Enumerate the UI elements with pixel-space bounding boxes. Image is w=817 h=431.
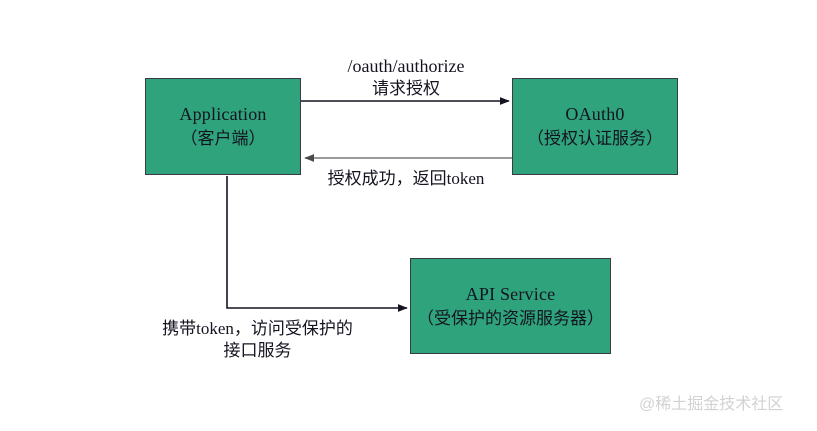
node-oauth0[interactable]: OAuth0 （授权认证服务） (512, 78, 678, 175)
edge-label-authorize-request-line1: /oauth/authorize (347, 56, 465, 76)
edge-label-api-request-line2: 接口服务 (223, 341, 292, 361)
edge-label-api-request-line1: 携带token，访问受保护的 (162, 319, 353, 338)
node-api-service-title-en: API Service (465, 283, 556, 304)
edge-label-api-request: 携带token，访问受保护的 接口服务 (120, 318, 395, 362)
edge-api-request-line (226, 176, 408, 312)
node-application[interactable]: Application （客户端） (145, 78, 301, 175)
edge-label-authorize-request-line2: 请求授权 (372, 79, 440, 99)
watermark: @稀土掘金技术社区 (639, 396, 784, 413)
edge-label-authorize-request: /oauth/authorize 请求授权 (300, 55, 512, 100)
node-application-title-cn: （客户端） (180, 129, 266, 149)
node-oauth0-title-en: OAuth0 (565, 104, 625, 125)
node-api-service-title-cn: （受保护的资源服务器） (417, 308, 604, 328)
node-api-service[interactable]: API Service （受保护的资源服务器） (410, 258, 611, 354)
node-oauth0-title-cn: （授权认证服务） (527, 129, 663, 149)
edge-label-token-response: 授权成功，返回token (296, 168, 516, 190)
node-application-title-en: Application (179, 104, 267, 125)
edge-label-token-response-line1: 授权成功，返回token (327, 169, 485, 188)
